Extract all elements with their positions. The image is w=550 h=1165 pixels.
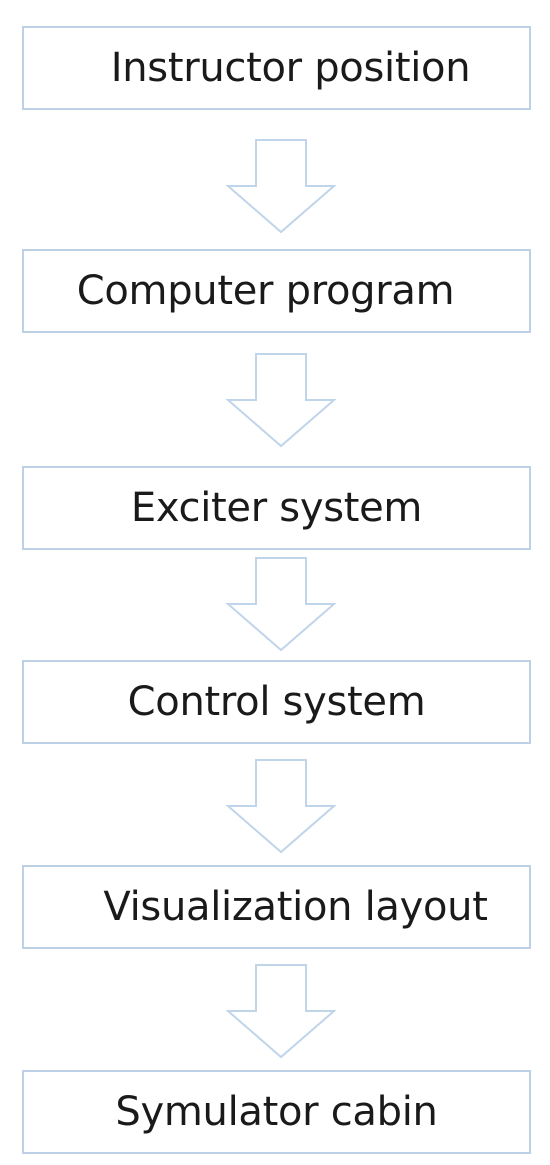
step-box-control-system: Control system bbox=[22, 660, 531, 744]
step-box-visualization-layout: Visualization layout bbox=[22, 865, 531, 949]
step-box-symulator-cabin: Symulator cabin bbox=[22, 1070, 531, 1154]
step-label: Control system bbox=[127, 679, 426, 725]
step-box-computer-program: Computer program bbox=[22, 249, 531, 333]
step-label: Exciter system bbox=[130, 485, 423, 531]
step-label: Symulator cabin bbox=[115, 1089, 438, 1135]
down-arrow-icon bbox=[225, 557, 337, 652]
step-box-instructor-position: Instructor position bbox=[22, 26, 531, 110]
step-box-exciter-system: Exciter system bbox=[22, 466, 531, 550]
step-label: Instructor position bbox=[110, 45, 471, 91]
down-arrow-icon bbox=[225, 964, 337, 1059]
step-label: Visualization layout bbox=[103, 884, 488, 930]
down-arrow-icon bbox=[225, 353, 337, 448]
step-label: Computer program bbox=[76, 268, 455, 314]
down-arrow-icon bbox=[225, 759, 337, 854]
down-arrow-icon bbox=[225, 139, 337, 234]
